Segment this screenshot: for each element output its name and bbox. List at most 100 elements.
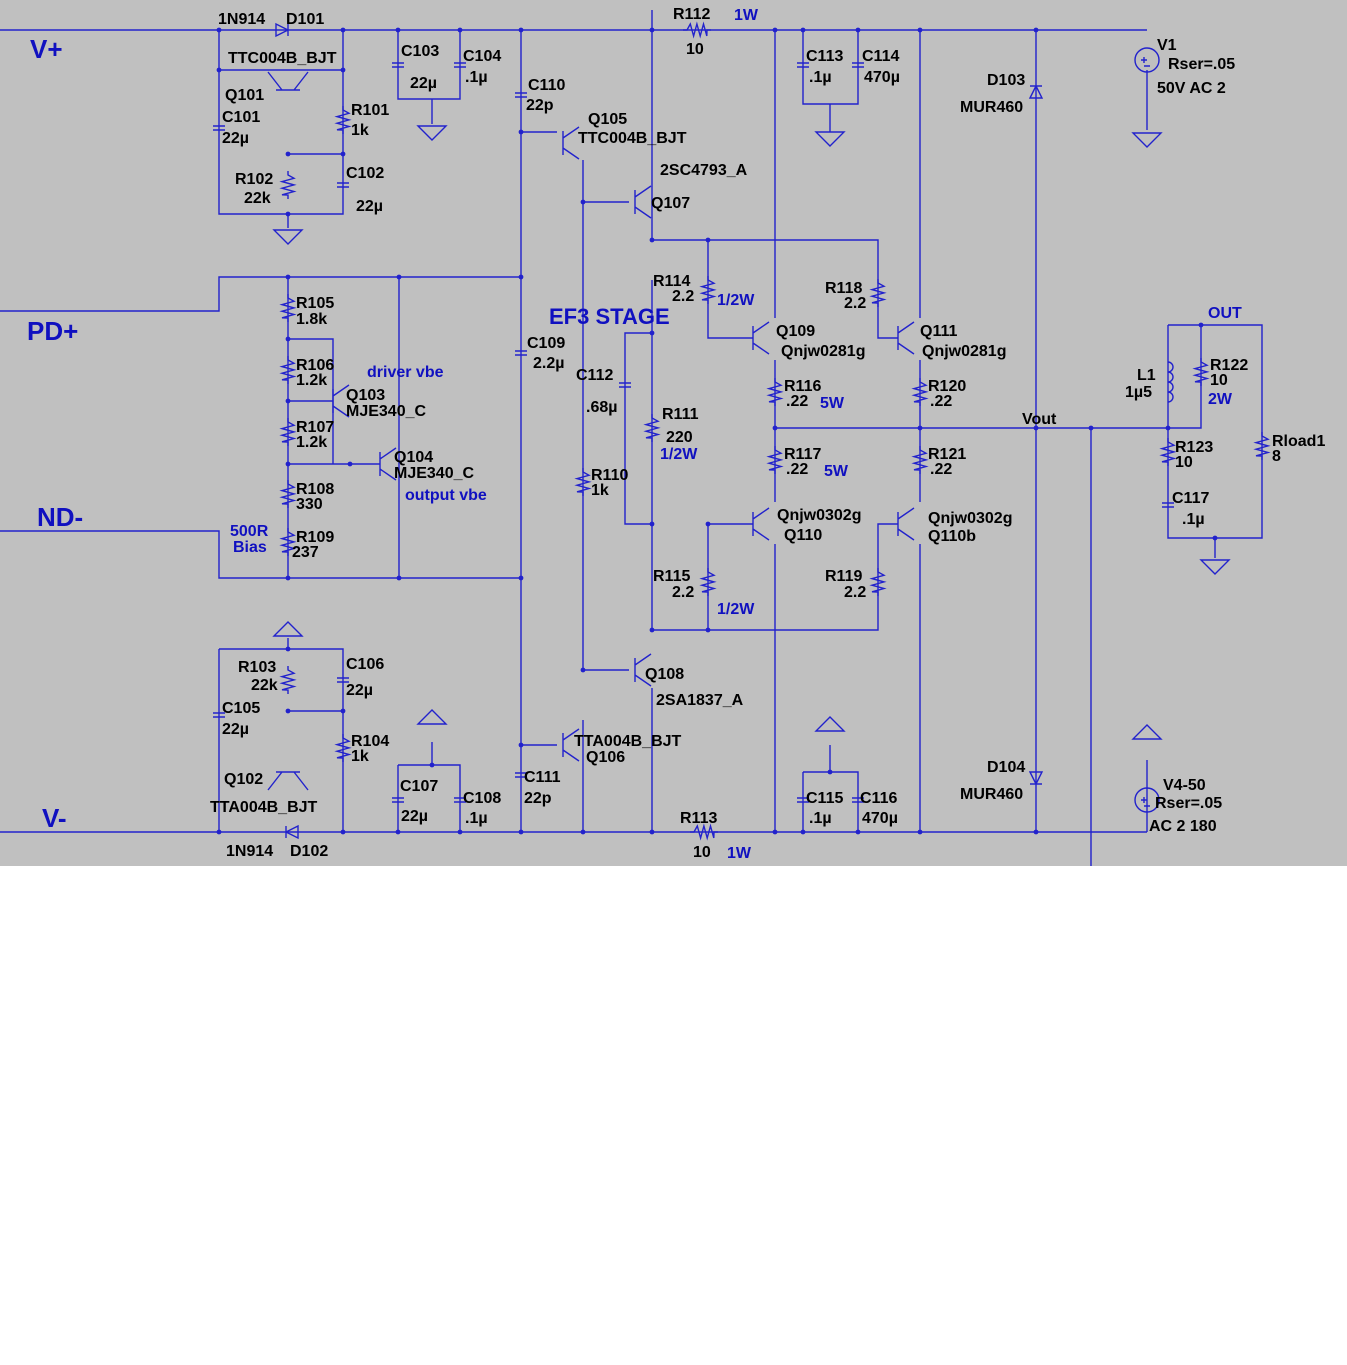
transistor-symbol	[752, 507, 770, 541]
junction-dot	[649, 237, 655, 243]
note-r116-power: 5W	[820, 395, 845, 412]
label-d103-ref: D103	[987, 72, 1025, 89]
schematic-background	[0, 0, 1347, 866]
wire	[397, 30, 461, 100]
ground-symbol	[416, 709, 448, 725]
resistor-symbol	[911, 378, 929, 406]
net-label-vplus: V+	[30, 34, 63, 64]
label-r115-ref: R115	[653, 568, 690, 585]
junction-dot	[917, 27, 923, 33]
label-r106-value: 1.2k	[296, 372, 327, 389]
junction-dot	[1212, 535, 1218, 541]
resistor-symbol	[911, 446, 929, 474]
capacitor-symbol	[619, 382, 631, 388]
label-r106-ref: R106	[296, 357, 334, 374]
label-q110b-part: Qnjw0302g	[928, 510, 1012, 527]
label-q107-part: 2SC4793_A	[660, 162, 748, 179]
wire	[0, 276, 521, 312]
wire	[624, 332, 652, 525]
resistor-symbol	[869, 279, 887, 307]
junction-dot	[340, 27, 346, 33]
label-r107-value: 1.2k	[296, 434, 327, 451]
note-r117-power: 5W	[824, 463, 849, 480]
junction-dot	[772, 425, 778, 431]
label-c102-value: 22µ	[356, 198, 383, 215]
junction-dot	[649, 829, 655, 835]
label-r122-ref: R122	[1210, 357, 1248, 374]
junction-dot	[855, 27, 861, 33]
transistor-symbol	[267, 71, 309, 91]
label-r118-ref: R118	[825, 280, 862, 297]
label-r101-ref: R101	[351, 102, 389, 119]
junction-dot	[285, 211, 291, 217]
transistor-symbol	[752, 321, 770, 355]
net-label-ndminus: ND-	[37, 502, 83, 532]
net-label-pdplus: PD+	[27, 316, 78, 346]
label-r115-value: 2.2	[672, 584, 694, 601]
resistor-symbol	[766, 446, 784, 474]
ground-symbol	[1131, 724, 1163, 740]
wire	[877, 296, 898, 339]
capacitor-symbol	[213, 125, 225, 131]
label-r113-ref: R113	[680, 810, 717, 827]
label-q101-part: TTC004B_BJT	[228, 50, 337, 67]
label-c112-ref: C112	[576, 367, 613, 384]
junction-dot	[1033, 425, 1039, 431]
capacitor-symbol	[797, 797, 809, 803]
resistor-symbol	[690, 823, 718, 841]
label-q105-ref: Q105	[588, 111, 627, 128]
label-r101-value: 1k	[351, 122, 369, 139]
capacitor-symbol	[337, 677, 349, 683]
label-c105-value: 22µ	[222, 721, 249, 738]
label-v1-value: 50V AC 2	[1157, 80, 1226, 97]
resistor-symbol	[1253, 432, 1271, 460]
junction-dot	[340, 151, 346, 157]
label-q110b-ref: Q110b	[928, 528, 976, 545]
wire	[652, 239, 879, 296]
label-q104-ref: Q104	[394, 449, 433, 466]
resistor-symbol	[699, 276, 717, 304]
resistor-symbol	[279, 171, 297, 199]
label-r103-value: 22k	[251, 677, 278, 694]
label-q105-part: TTC004B_BJT	[578, 130, 687, 147]
resistor-symbol	[279, 528, 297, 556]
label-r119-ref: R119	[825, 568, 862, 585]
ground-symbol	[814, 716, 846, 732]
junction-dot	[800, 829, 806, 835]
label-q108-part: 2SA1837_A	[656, 692, 744, 709]
capacitor-symbol	[515, 92, 527, 98]
label-c110-ref: C110	[528, 77, 565, 94]
label-r112-ref: R112	[673, 6, 710, 23]
label-q103-part: MJE340_C	[346, 403, 426, 420]
junction-dot	[216, 67, 222, 73]
label-r119-value: 2.2	[844, 584, 866, 601]
transistor-symbol	[332, 384, 350, 418]
junction-dot	[395, 27, 401, 33]
junction-dot	[396, 575, 402, 581]
capacitor-symbol	[454, 797, 466, 803]
note-r114-power: 1/2W	[717, 292, 755, 309]
label-q107-ref: Q107	[651, 195, 690, 212]
ground-symbol	[416, 125, 448, 141]
junction-dot	[705, 237, 711, 243]
note-r115-power: 1/2W	[717, 601, 755, 618]
ground-symbol	[1131, 132, 1163, 148]
junction-dot	[518, 829, 524, 835]
capacitor-symbol	[852, 797, 864, 803]
label-r117-ref: R117	[784, 446, 821, 463]
label-c116-value: 470µ	[862, 810, 898, 827]
label-d103-value: MUR460	[960, 99, 1023, 116]
label-r117-value: .22	[786, 461, 808, 478]
junction-dot	[1088, 425, 1094, 431]
label-v1-rser: Rser=.05	[1168, 56, 1235, 73]
junction-dot	[580, 667, 586, 673]
label-r120-ref: R120	[928, 378, 966, 395]
junction-dot	[285, 151, 291, 157]
resistor-symbol	[699, 568, 717, 596]
label-r110-value: 1k	[591, 482, 609, 499]
transistor-symbol	[379, 447, 397, 481]
junction-dot	[285, 708, 291, 714]
label-c102-ref: C102	[346, 165, 384, 182]
wire	[398, 764, 461, 832]
